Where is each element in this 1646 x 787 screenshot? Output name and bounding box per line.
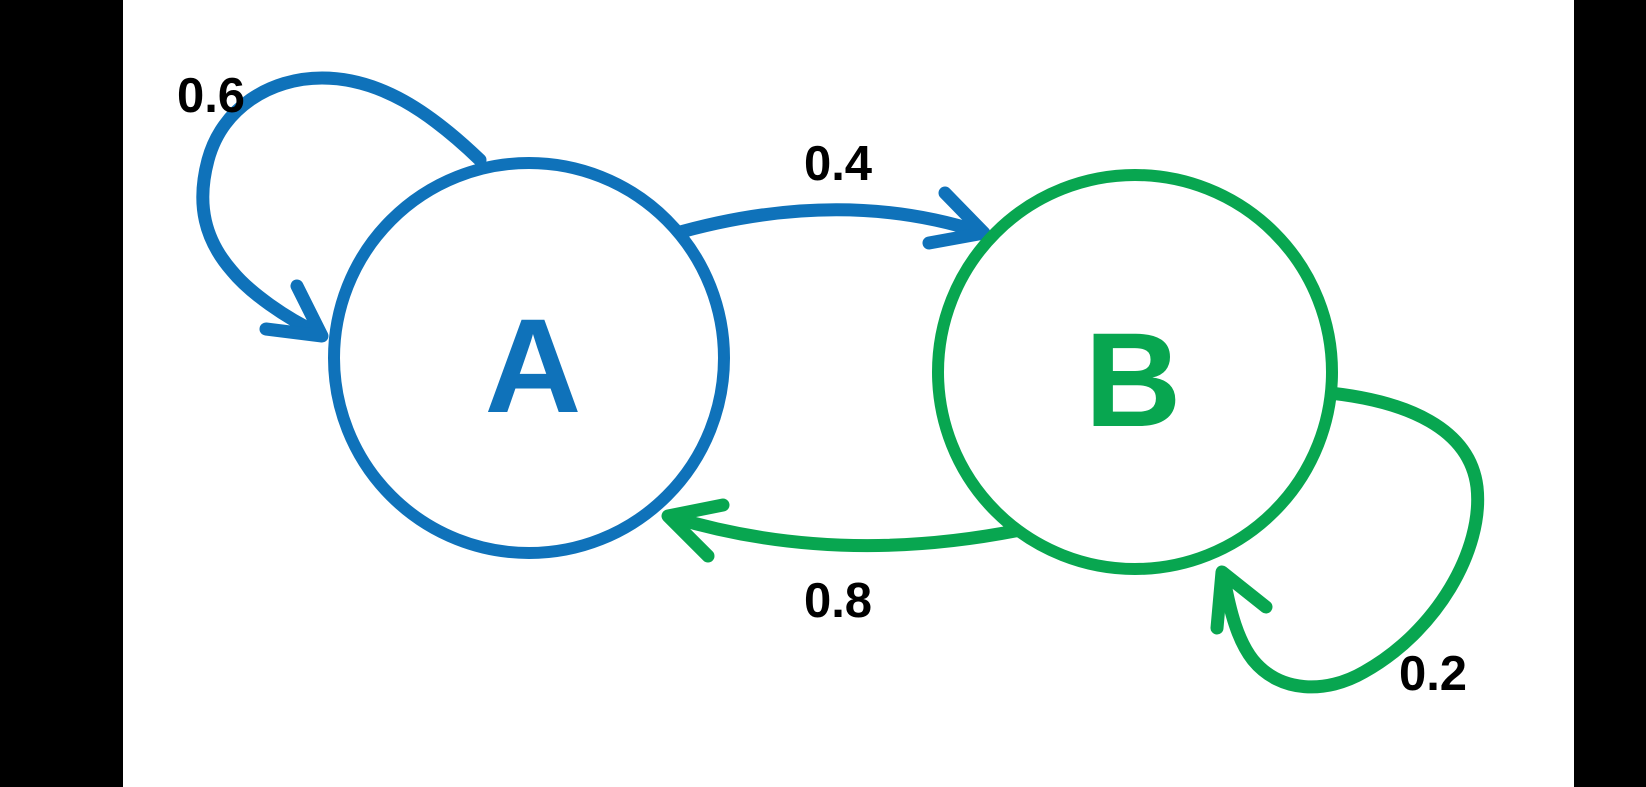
transition-edge-b-to-b [1217, 385, 1485, 694]
probability-label-b-to-b: 0.2 [1399, 647, 1467, 701]
probability-label-a-to-b: 0.4 [804, 137, 872, 191]
arrowhead-b-to-a [661, 498, 730, 563]
state-label-a: A [485, 292, 582, 441]
right-letterbox-bar [1574, 0, 1646, 787]
transition-edge-a-to-a [196, 71, 487, 340]
left-letterbox-bar [0, 0, 123, 787]
transition-edge-a-to-b [663, 203, 987, 242]
state-node-b [932, 169, 1338, 575]
arrowhead-a-to-b [922, 186, 991, 250]
state-node-a [328, 157, 730, 559]
arrowhead-b-to-b [1210, 565, 1273, 635]
transition-edge-b-to-a [665, 510, 1037, 553]
probability-label-a-to-a: 0.6 [177, 69, 245, 123]
state-label-b: B [1085, 306, 1182, 455]
arrowhead-a-to-a [259, 279, 329, 343]
probability-label-b-to-a: 0.8 [804, 574, 872, 628]
